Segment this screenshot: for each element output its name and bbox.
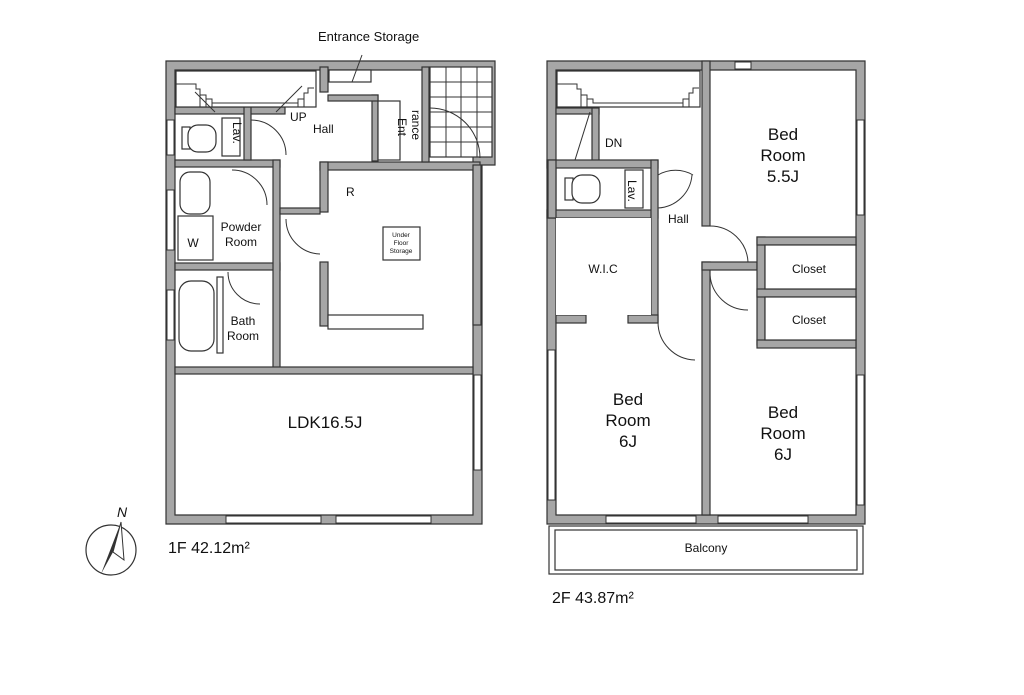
entrance-storage-leader	[351, 54, 363, 83]
compass-arrow-icon	[101, 522, 121, 574]
ldk-door-swing	[285, 218, 321, 255]
under-floor-storage	[382, 226, 421, 261]
walk-in-closet-floor	[556, 218, 651, 315]
bed-55-door-swing	[709, 225, 749, 263]
entrance-tiles	[429, 66, 493, 158]
bathtub	[178, 280, 215, 352]
under-floor-label-line3: Storage	[390, 248, 413, 255]
wic-door-swing	[657, 321, 696, 361]
toilet-2f-door-swing	[657, 174, 693, 209]
entrance-shoe-cabinet	[377, 100, 401, 161]
hall-1f-label: Hall	[313, 122, 334, 136]
toilet-2f-door	[657, 169, 694, 176]
powder-door-swing	[231, 169, 268, 206]
bed-55-label-line1: Bed	[768, 125, 798, 144]
hall-2f-label: Hall	[668, 212, 689, 226]
bed-55-label-line2: Room	[760, 146, 805, 165]
floor-2-windows	[547, 61, 865, 524]
powder-room-label-line1: Powder	[221, 220, 262, 234]
under-floor-label-line2: Floor	[394, 240, 410, 247]
wic-label: W.I.C	[588, 262, 618, 276]
powder-room-sink	[179, 171, 211, 215]
dn-label: DN	[605, 136, 622, 150]
bed-6j-left-label-line2: Room	[605, 411, 650, 430]
bed-6j-left-label-line1: Bed	[613, 390, 643, 409]
floor-1-staircase	[175, 70, 317, 113]
bath-door-swing	[227, 271, 261, 305]
washer-space	[177, 215, 214, 261]
entrance-storage-cabinet	[328, 69, 372, 83]
floor-1-plan	[165, 54, 496, 525]
lav-1f-label: Lav.	[230, 122, 244, 144]
floor-2-plan	[546, 60, 866, 575]
entrance-storage-label: Entrance Storage	[318, 29, 419, 44]
bath-room-label-line1: Bath	[231, 314, 256, 328]
closet-b-box	[764, 296, 857, 341]
floor-2-toilet	[564, 169, 644, 209]
floor-1-toilet	[181, 117, 241, 157]
refrigerator-label: R	[346, 185, 355, 199]
bed-6j-right-label-line1: Bed	[768, 403, 798, 422]
closet-a-label: Closet	[792, 262, 827, 276]
toilet-door-swing	[250, 119, 287, 156]
floor-2-labels: DN Lav. Hall W.I.C Bed Room 5.5J Closet …	[552, 125, 827, 607]
washer-label: W	[187, 236, 199, 250]
floor-2-staircase	[556, 70, 701, 161]
floor-1-windows	[166, 119, 482, 524]
north-compass: N	[85, 504, 137, 576]
floor-1-labels: Entrance Storage UP Hall Ent rance Lav. …	[168, 29, 423, 557]
bed-55-label-line3: 5.5J	[767, 167, 799, 186]
entrance-label-line1: Ent	[395, 118, 409, 137]
bath-divider	[216, 276, 224, 354]
entrance-door-swing	[429, 107, 481, 159]
under-floor-label-line1: Under	[392, 232, 411, 239]
bath-room-label-line2: Room	[227, 329, 259, 343]
balcony-label: Balcony	[685, 541, 728, 555]
bed-6j-right-label-line3: 6J	[774, 445, 792, 464]
compass-arrow-outline	[112, 521, 125, 562]
ldk-label: LDK16.5J	[288, 413, 363, 432]
entrance-label-line2: rance	[409, 110, 423, 140]
bed-6j-right-label-line2: Room	[760, 424, 805, 443]
up-label: UP	[290, 110, 307, 124]
bed-6j-right-door-swing	[709, 274, 749, 311]
balcony-inner	[554, 529, 858, 571]
bed-6j-left-label-line3: 6J	[619, 432, 637, 451]
compass-north-label: N	[117, 504, 128, 520]
floor-1-area-label: 1F 42.12m²	[168, 540, 250, 557]
kitchen-counter	[327, 314, 424, 330]
closet-a-box	[764, 244, 857, 290]
lav-2f-label: Lav.	[625, 180, 639, 202]
closet-b-label: Closet	[792, 313, 827, 327]
floor-2-outer-wall	[546, 60, 866, 525]
powder-room-label-line2: Room	[225, 235, 257, 249]
floor-2-area-label: 2F 43.87m²	[552, 590, 634, 607]
